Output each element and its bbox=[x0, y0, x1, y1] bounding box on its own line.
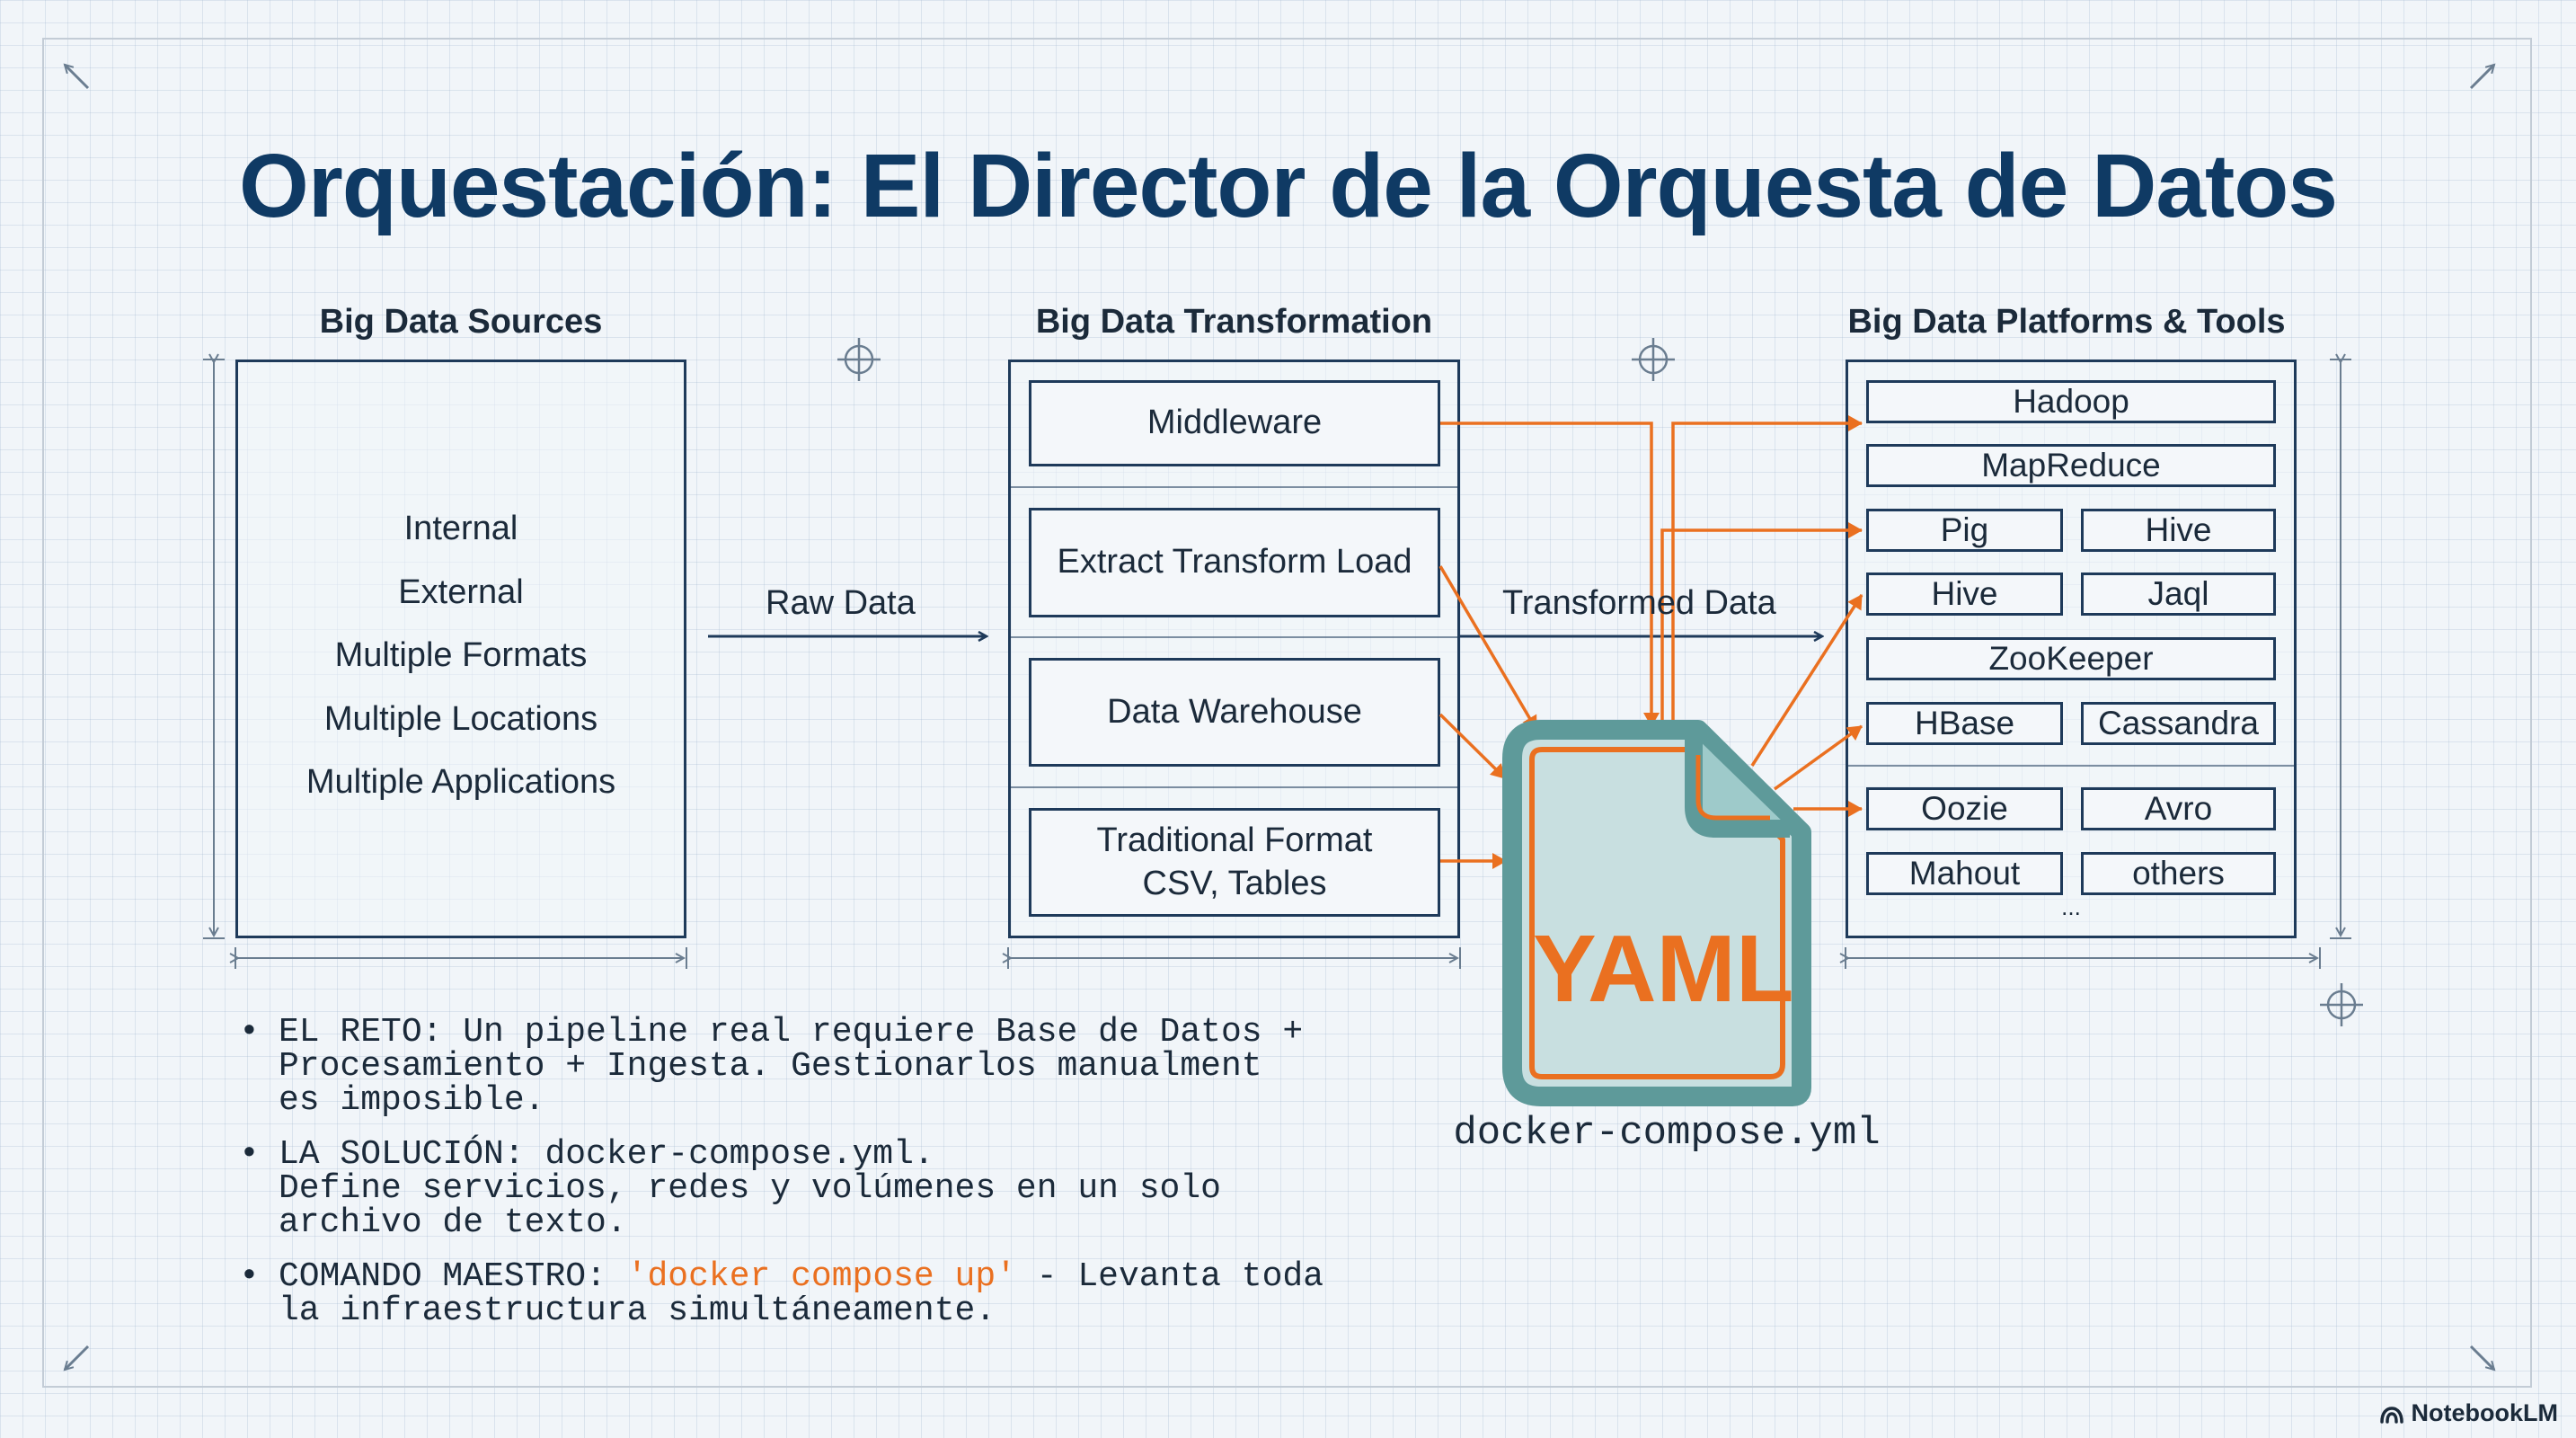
tool-hive: Hive bbox=[2081, 509, 2276, 552]
platforms-header: Big Data Platforms & Tools bbox=[1847, 303, 2286, 341]
raw-data-label: Raw Data bbox=[766, 584, 916, 622]
tool-hbase: HBase bbox=[1866, 702, 2063, 745]
yaml-file-icon bbox=[1502, 720, 1811, 1106]
watermark: NotebookLM bbox=[2379, 1399, 2558, 1427]
bullet-solucion: • LA SOLUCIÓN: docker-compose.yml. Define… bbox=[235, 1138, 1323, 1240]
slide-frame bbox=[42, 38, 2532, 1388]
source-item-locations: Multiple Locations bbox=[323, 700, 598, 738]
crosshair-1 bbox=[837, 338, 881, 381]
transform-traditional-format: Traditional Format CSV, Tables bbox=[1029, 808, 1440, 917]
source-item-applications: Multiple Applications bbox=[305, 763, 616, 801]
tool-cassandra: Cassandra bbox=[2081, 702, 2276, 745]
tool-oozie: Oozie bbox=[1866, 787, 2063, 830]
transformed-data-label: Transformed Data bbox=[1502, 584, 1776, 622]
bullet-dot: • bbox=[239, 1257, 260, 1296]
command-highlight: 'docker compose up' bbox=[626, 1257, 1016, 1296]
tool-zookeeper: ZooKeeper bbox=[1866, 637, 2276, 680]
bullet-suffix: - Levanta toda la infraestructura simult… bbox=[279, 1257, 1324, 1330]
notebooklm-logo-icon bbox=[2379, 1406, 2403, 1424]
transform-middleware: Middleware bbox=[1029, 380, 1440, 466]
tool-hadoop: Hadoop bbox=[1866, 380, 2276, 423]
source-item-internal: Internal bbox=[403, 510, 518, 547]
tool-mahout: Mahout bbox=[1866, 852, 2063, 895]
tool-others: others bbox=[2081, 852, 2276, 895]
bullet-list: • EL RETO: Un pipeline real requiere Base… bbox=[235, 1016, 1323, 1348]
tool-mapreduce: MapReduce bbox=[1866, 444, 2276, 487]
bullet-reto: • EL RETO: Un pipeline real requiere Base… bbox=[235, 1016, 1323, 1118]
bullet-comando: • COMANDO MAESTRO: 'docker compose up' - … bbox=[235, 1260, 1323, 1328]
source-item-external: External bbox=[398, 573, 524, 611]
yaml-label: YAML bbox=[1533, 916, 1794, 1022]
tools-more-ellipsis: ... bbox=[2061, 893, 2081, 920]
corner-arrows bbox=[65, 65, 2494, 1370]
orange-flow-arrows bbox=[1438, 415, 1863, 869]
bullet-text: EL RETO: Un pipeline real requiere Base … bbox=[279, 1013, 1304, 1120]
page-title: Orquestación: El Director de la Orquesta… bbox=[239, 136, 2338, 236]
source-item-formats: Multiple Formats bbox=[334, 636, 588, 674]
bullet-dot: • bbox=[239, 1135, 260, 1174]
transform-etl: Extract Transform Load bbox=[1029, 508, 1440, 617]
bullet-prefix: COMANDO MAESTRO: bbox=[279, 1257, 627, 1296]
box-dividers bbox=[1008, 486, 2297, 788]
watermark-text: NotebookLM bbox=[2411, 1399, 2558, 1426]
yaml-caption: docker-compose.yml bbox=[1453, 1111, 1881, 1156]
bullet-dot: • bbox=[239, 1013, 260, 1052]
tool-avro: Avro bbox=[2081, 787, 2276, 830]
crosshair-2 bbox=[1632, 338, 1675, 381]
tool-pig: Pig bbox=[1866, 509, 2063, 552]
dimension-lines bbox=[203, 360, 2351, 969]
transformation-header: Big Data Transformation bbox=[1035, 303, 1433, 341]
sources-box: Internal External Multiple Formats Multi… bbox=[235, 360, 686, 938]
sources-header: Big Data Sources bbox=[319, 303, 603, 341]
bullet-text: LA SOLUCIÓN: docker-compose.yml. Define … bbox=[279, 1135, 1221, 1242]
crosshair-3 bbox=[2320, 983, 2363, 1026]
tool-jaql: Jaql bbox=[2081, 573, 2276, 616]
transform-data-warehouse: Data Warehouse bbox=[1029, 658, 1440, 767]
tool-hive-2: Hive bbox=[1866, 573, 2063, 616]
